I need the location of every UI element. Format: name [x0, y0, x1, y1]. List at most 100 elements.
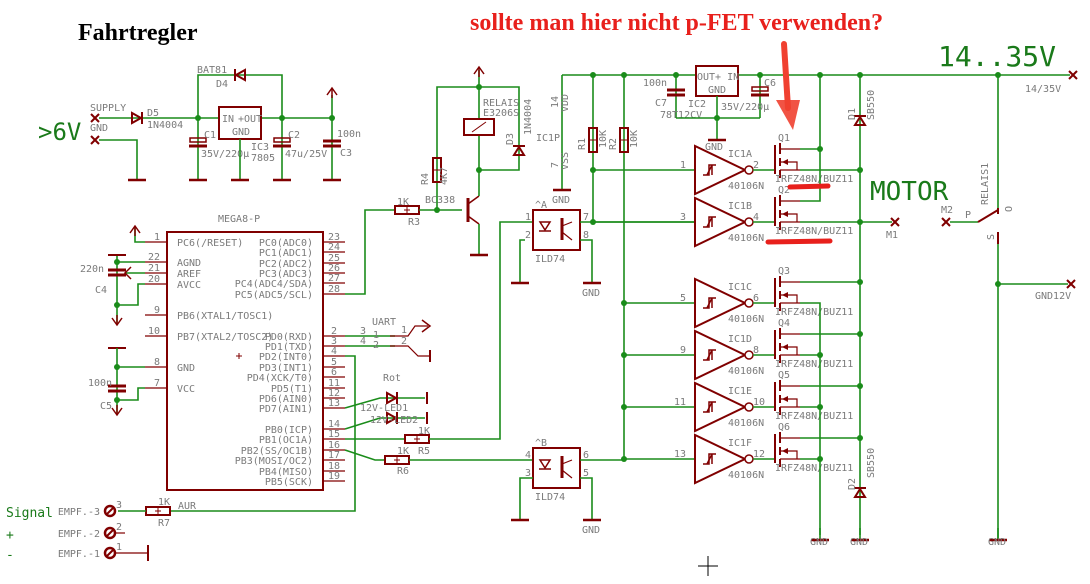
mosfet-value: IRFZ48N/BUZ11 [775, 463, 853, 474]
label: SB550 [866, 90, 877, 120]
pin-number: 14 [328, 419, 340, 430]
label: D1 [847, 108, 858, 120]
net-terminal-x [1066, 279, 1076, 289]
inverter-name: IC1E [728, 386, 752, 397]
label: 1 [525, 212, 531, 223]
annotation-underline [765, 238, 833, 245]
label: 7 [583, 212, 589, 223]
pin-number: 11 [328, 378, 340, 389]
hysteresis-symbol [706, 164, 713, 176]
receiver-terminal-label: EMPF.-1 [58, 549, 100, 560]
pin-name: PD4(XCK/T0) [247, 373, 313, 384]
mosfet-arrow [782, 292, 788, 298]
wire [429, 221, 533, 440]
inverter-name: IC1C [728, 282, 752, 293]
pin-name: PD0(RXD) [265, 332, 313, 343]
inverter-name: IC1F [728, 438, 752, 449]
gnd-label: GND [90, 123, 108, 134]
inverter-bubble [744, 402, 754, 412]
label: IC1P [536, 133, 560, 144]
label: 1 [116, 542, 122, 553]
label: C5 [100, 401, 112, 412]
mosfet-arrow [782, 159, 788, 165]
annotation-text: sollte man hier nicht p-FET verwenden? [470, 10, 883, 36]
wire [99, 139, 138, 180]
junction-dot [114, 259, 120, 265]
opto-transistor [561, 469, 573, 479]
pin-name: PB1(OC1A) [259, 435, 313, 446]
pin-name: PD2(INT0) [259, 352, 313, 363]
aref-arrow [123, 266, 132, 280]
pin-number: 12 [328, 388, 340, 399]
mosfet-value: IRFZ48N/BUZ11 [775, 307, 853, 318]
hysteresis-symbol [706, 297, 713, 309]
hysteresis-symbol [706, 349, 713, 361]
label: C2 [288, 130, 300, 141]
junction-dot [621, 352, 627, 358]
inverter-name: IC1A [728, 149, 752, 160]
label: 2 [401, 336, 407, 347]
label: SB550 [866, 448, 877, 478]
receiver-terminal-label: EMPF.-3 [58, 507, 100, 518]
diode [853, 487, 867, 498]
inverter-bubble [744, 298, 754, 308]
label: D4 [216, 79, 228, 90]
inverter-value: 40106N [728, 418, 764, 429]
pin-name: PB0(ICP) [265, 425, 313, 436]
mosfet [780, 346, 798, 355]
junction-dot [329, 115, 335, 121]
label: R7 [158, 518, 170, 529]
wire [344, 449, 385, 461]
label: 8 [753, 345, 759, 356]
ic2-regulator [695, 65, 739, 97]
junction-dot [995, 281, 1001, 287]
label: 10K [629, 130, 640, 148]
inverter-value: 40106N [728, 233, 764, 244]
wire [170, 355, 356, 512]
inverter-name: IC1D [728, 334, 752, 345]
label: GND [810, 537, 828, 548]
mosfet-arrow [782, 396, 788, 402]
motor-net-label: 14/35V [1025, 84, 1061, 95]
resistor [588, 127, 598, 153]
pin-number: 15 [328, 429, 340, 440]
optocoupler [532, 447, 581, 489]
relay-switch [977, 209, 999, 223]
label: 13 [674, 449, 686, 460]
pin-number: 24 [328, 242, 340, 253]
inverter-bubble [744, 454, 754, 464]
label: GND [582, 525, 600, 536]
pin-number: 23 [328, 232, 340, 243]
annotation-underline [787, 183, 831, 190]
pin-name: PB6(XTAL1/TOSC1) [177, 311, 273, 322]
label: 220n [80, 264, 104, 275]
junction-dot [476, 167, 482, 173]
label: 2 [525, 230, 531, 241]
wire [344, 397, 425, 409]
label: MEGA8-P [218, 214, 260, 225]
hysteresis-symbol [706, 401, 713, 413]
pin-name: PD7(AIN1) [259, 404, 313, 415]
net-terminal-x [890, 217, 900, 227]
junction-dot [621, 300, 627, 306]
screw-terminal [105, 528, 115, 538]
label: 4 [360, 336, 366, 347]
label: RELAIS1 [980, 163, 991, 205]
pin-name: PD6(AIN0) [259, 394, 313, 405]
junction-dot [817, 352, 823, 358]
label: GND [552, 195, 570, 206]
label: 3 [680, 212, 686, 223]
inverter-bubble [744, 217, 754, 227]
label: 12V-LED1 [360, 403, 408, 414]
mosfet-name: Q5 [778, 370, 790, 381]
inverter-value: 40106N [728, 366, 764, 377]
screw-terminal [105, 506, 115, 516]
junction-dot [621, 404, 627, 410]
label: 5 [680, 293, 686, 304]
label: +OUT [238, 114, 262, 125]
pin-number: 8 [154, 357, 160, 368]
inverter-bubble [744, 165, 754, 175]
wire [800, 75, 821, 202]
screw-terminal [103, 504, 117, 518]
